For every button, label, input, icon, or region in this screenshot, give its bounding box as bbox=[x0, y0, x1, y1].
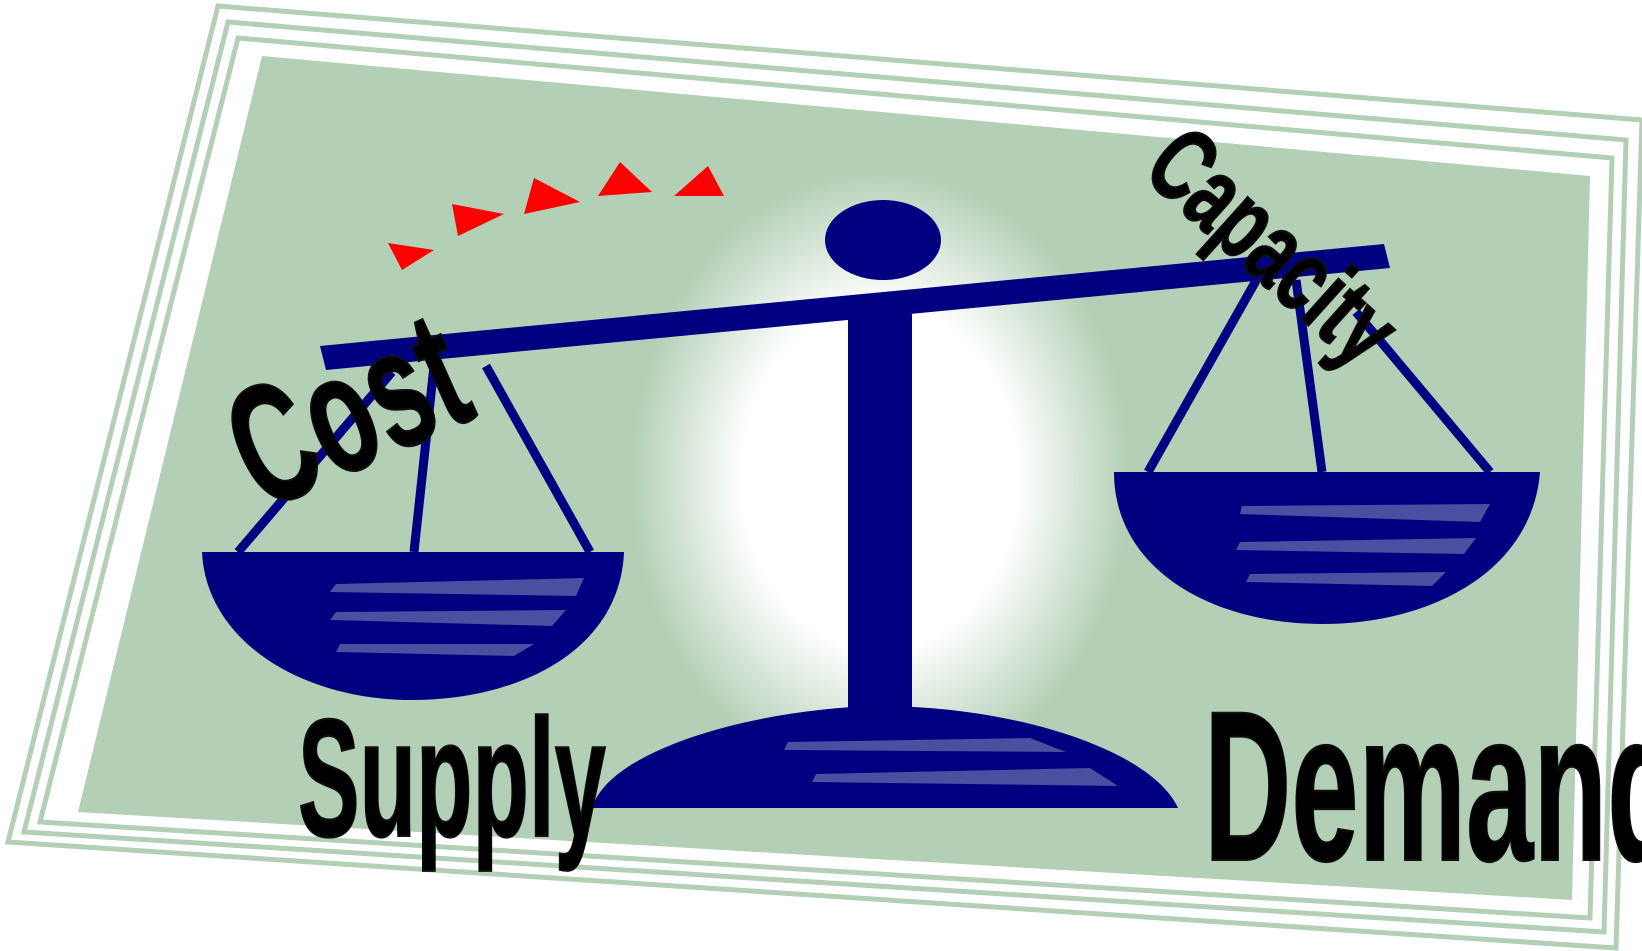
inner-frame bbox=[36, 35, 1615, 921]
scale-beam bbox=[320, 244, 1390, 370]
middle-frame bbox=[20, 19, 1629, 935]
red-sparks bbox=[388, 162, 724, 270]
outer-frame bbox=[4, 3, 1642, 951]
scale-knob bbox=[825, 200, 941, 280]
supply-label: Supply bbox=[298, 684, 606, 872]
scale-pillar bbox=[848, 314, 912, 714]
demand-label: Demand bbox=[1204, 667, 1642, 906]
scale-highlights bbox=[330, 504, 1490, 786]
